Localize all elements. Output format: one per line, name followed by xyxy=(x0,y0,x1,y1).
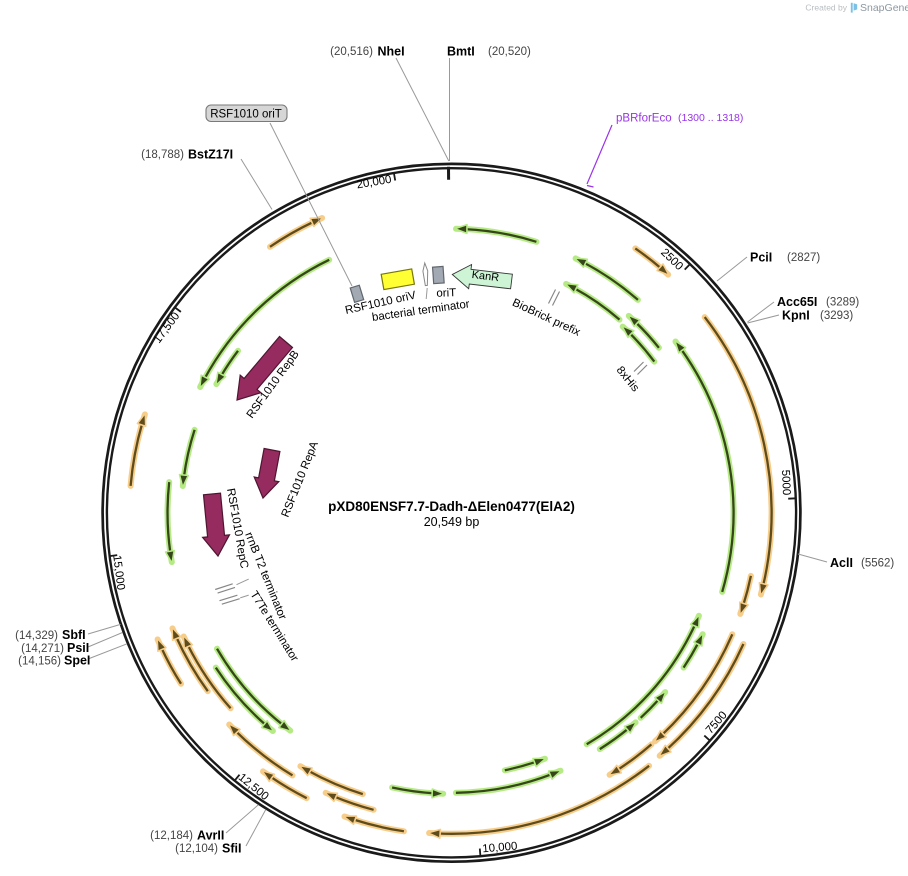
svg-text:(14,329): (14,329) xyxy=(15,630,58,642)
svg-text:(3293): (3293) xyxy=(820,310,853,322)
svg-text:10,000: 10,000 xyxy=(482,840,518,855)
svg-text:Acc65I: Acc65I xyxy=(777,295,817,309)
svg-text:(20,516): (20,516) xyxy=(330,46,373,58)
svg-text:5000: 5000 xyxy=(779,469,792,495)
svg-text:(1300 .. 1318): (1300 .. 1318) xyxy=(678,112,743,124)
svg-text:AvrII: AvrII xyxy=(197,829,224,843)
svg-text:(2827): (2827) xyxy=(787,252,820,264)
svg-text:SpeI: SpeI xyxy=(64,654,90,668)
svg-text:pXD80ENSF7.7-Dadh-ΔElen0477(El: pXD80ENSF7.7-Dadh-ΔElen0477(ElA2) xyxy=(328,499,575,514)
svg-text:NheI: NheI xyxy=(378,45,405,59)
svg-text:(18,788): (18,788) xyxy=(141,149,184,161)
svg-text:oriT: oriT xyxy=(436,287,456,300)
svg-text:20,549 bp: 20,549 bp xyxy=(424,515,480,529)
svg-text:Created by: Created by xyxy=(805,3,847,13)
svg-text:(12,104): (12,104) xyxy=(175,843,218,855)
svg-text:(5562): (5562) xyxy=(861,558,894,570)
svg-text:pBRforEco: pBRforEco xyxy=(616,113,672,125)
svg-text:SfiI: SfiI xyxy=(222,842,241,856)
svg-text:(14,156): (14,156) xyxy=(18,656,61,668)
svg-text:KanR: KanR xyxy=(471,269,500,284)
svg-text:RSF1010 oriT: RSF1010 oriT xyxy=(210,109,282,121)
svg-text:BstZ17I: BstZ17I xyxy=(188,148,233,162)
svg-text:(14,271): (14,271) xyxy=(21,643,64,655)
svg-text:PciI: PciI xyxy=(750,251,772,265)
svg-text:20,000: 20,000 xyxy=(356,174,393,192)
svg-text:SbfI: SbfI xyxy=(62,628,86,642)
svg-text:AclI: AclI xyxy=(830,556,853,570)
svg-text:(12,184): (12,184) xyxy=(150,830,193,842)
svg-text:(20,520): (20,520) xyxy=(488,46,531,58)
svg-text:(3289): (3289) xyxy=(826,297,859,309)
svg-text:SnapGene: SnapGene xyxy=(860,2,908,14)
svg-text:BmtI: BmtI xyxy=(447,45,475,59)
svg-text:PsiI: PsiI xyxy=(67,641,89,655)
svg-text:15,000: 15,000 xyxy=(110,554,126,590)
svg-text:KpnI: KpnI xyxy=(782,309,810,323)
